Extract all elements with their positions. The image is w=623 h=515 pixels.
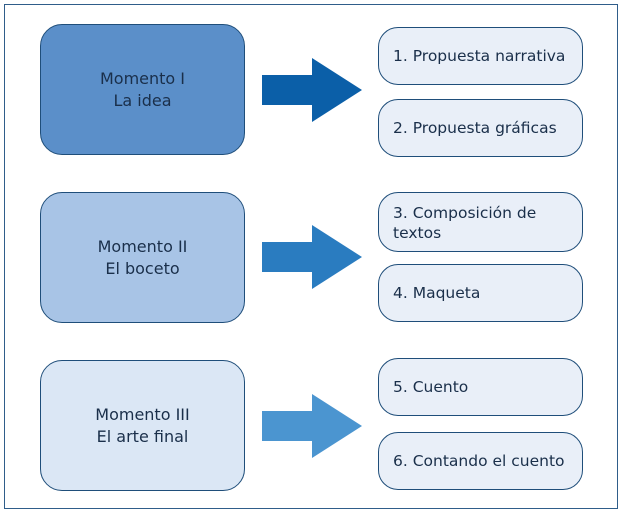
stage-title: Momento I: [99, 68, 186, 88]
step-label: 5. Cuento: [393, 378, 469, 396]
step-box: 6. Contando el cuento: [378, 432, 583, 490]
step-label: 1. Propuesta narrativa: [393, 47, 566, 65]
step-box: 5. Cuento: [378, 358, 583, 416]
stage-subtitle: El arte final: [96, 426, 189, 446]
arrow-right-icon: [262, 58, 362, 122]
step-box: 1. Propuesta narrativa: [378, 27, 583, 85]
stage-momento-3: Momento III El arte final: [40, 360, 245, 491]
step-label: 6. Contando el cuento: [393, 452, 565, 470]
arrow-right-icon: [262, 225, 362, 289]
step-box: 2. Propuesta gráficas: [378, 99, 583, 157]
stage-subtitle: El boceto: [105, 258, 180, 278]
step-box: 4. Maqueta: [378, 264, 583, 322]
step-label: 3. Composición de textos: [393, 204, 537, 242]
step-box: 3. Composición de textos: [378, 192, 583, 252]
step-label: 4. Maqueta: [393, 284, 481, 302]
stage-momento-2: Momento II El boceto: [40, 192, 245, 323]
stage-momento-1: Momento I La idea: [40, 24, 245, 155]
stage-title: Momento II: [97, 236, 188, 256]
step-label: 2. Propuesta gráficas: [393, 119, 557, 137]
arrow-shape: [262, 225, 362, 289]
arrow-right-icon: [262, 394, 362, 458]
arrow-shape: [262, 394, 362, 458]
stage-title: Momento III: [95, 404, 190, 424]
arrow-shape: [262, 58, 362, 122]
stage-subtitle: La idea: [113, 90, 172, 110]
